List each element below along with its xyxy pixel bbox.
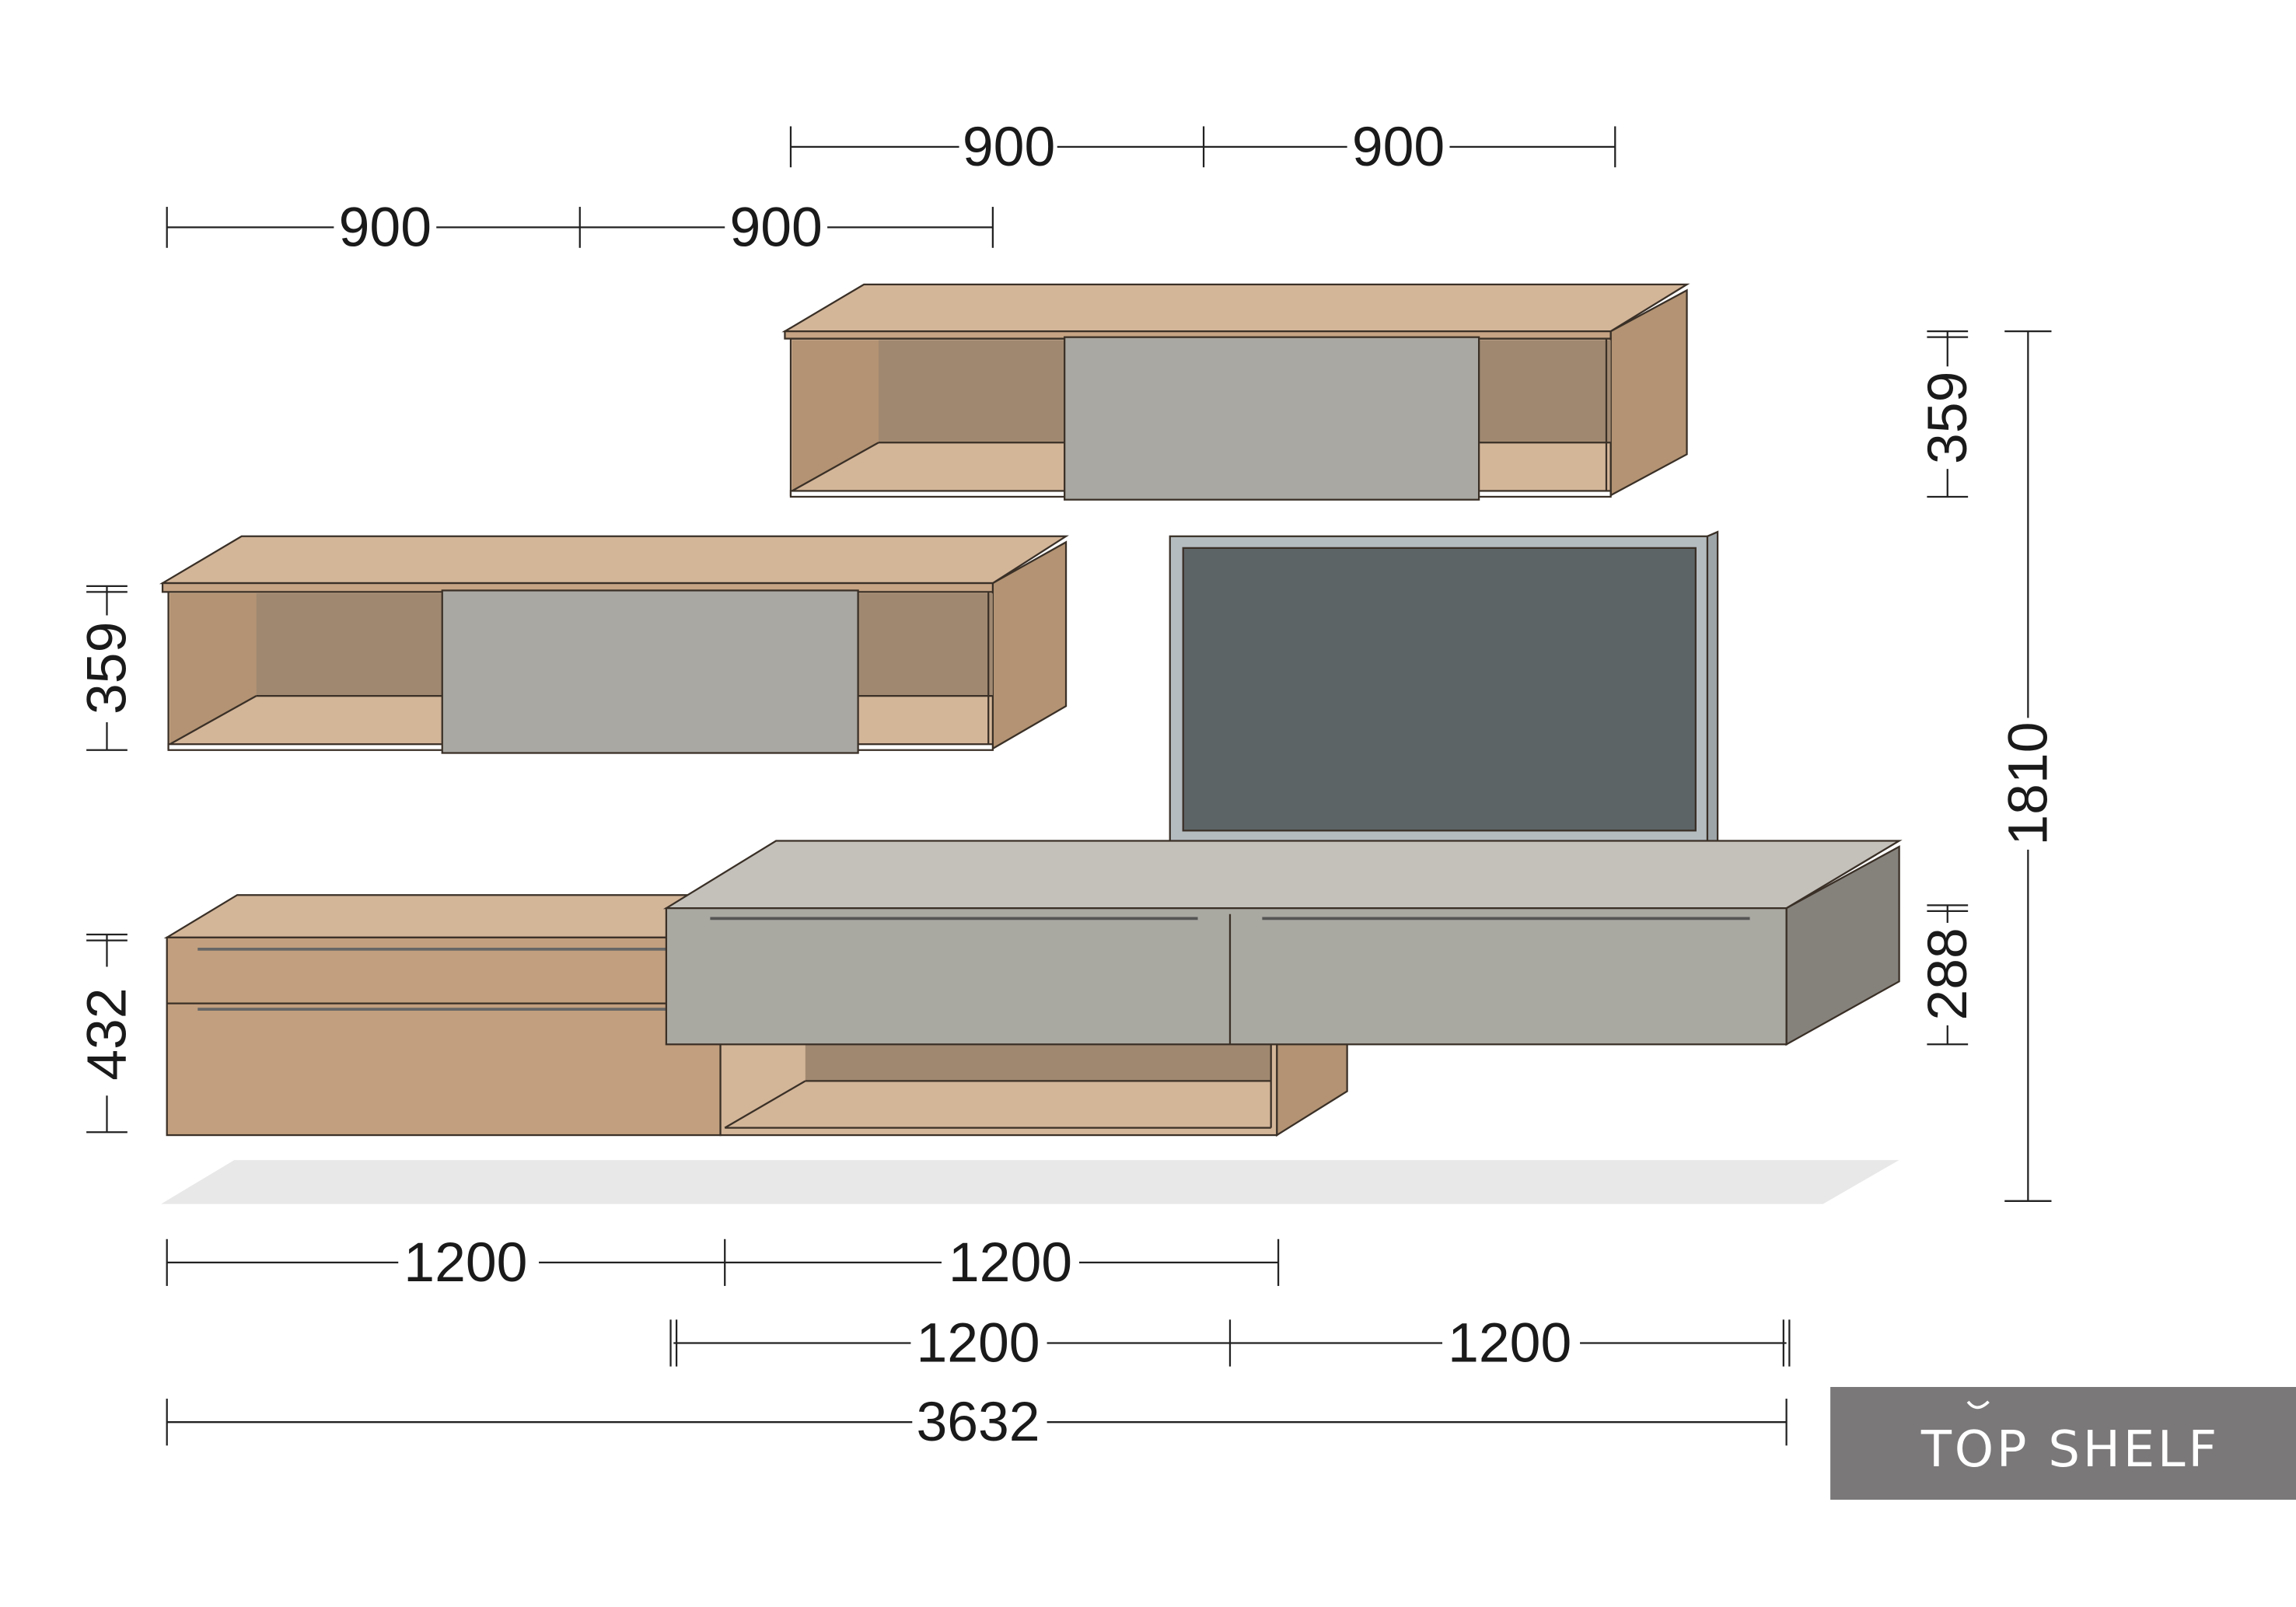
floating-console: [662, 840, 1903, 1046]
dimension-right-wall-cabinet-height: 359: [1917, 330, 1979, 498]
middle-wall-cabinet: [159, 535, 1069, 754]
top-shelf-logo: TOP SHELF: [1830, 1386, 2296, 1500]
dimension-label: 288: [1917, 928, 1979, 1020]
dimension-label: 359: [75, 622, 138, 714]
tv: [1169, 530, 1719, 844]
dimension-label: 1810: [1997, 721, 2059, 845]
dimension-label: 1200: [916, 1312, 1040, 1374]
dimension-label: 1200: [1448, 1312, 1571, 1374]
dimension-label: 359: [1917, 372, 1979, 464]
tv-screen: [1182, 547, 1697, 832]
dimension-top-row-1: 900 900: [789, 116, 1616, 178]
dimension-label: 432: [75, 987, 138, 1080]
dimension-total-width: 3632: [166, 1391, 1788, 1453]
dimension-label: 900: [963, 116, 1055, 178]
dimension-total-height: 1810: [1997, 330, 2059, 1202]
dimension-top-row-2: 900 900: [166, 196, 994, 258]
dimension-console-height: 288: [1917, 904, 1979, 1046]
dimension-label: 900: [339, 196, 432, 258]
sliding-door: [1064, 336, 1480, 501]
logo-text: TOP SHELF: [1920, 1421, 2220, 1479]
dimension-bottom-row-2: 1200 1200: [669, 1312, 1791, 1374]
dimension-bottom-row-1: 1200 1200: [166, 1231, 1280, 1294]
dimension-label: 900: [729, 196, 822, 258]
sliding-door: [441, 589, 859, 754]
dimension-label: 900: [1352, 116, 1445, 178]
dimension-lowboard-height: 432: [75, 933, 138, 1134]
floor-shadow: [161, 1160, 1899, 1204]
dimension-left-wall-cabinet-height: 359: [75, 585, 138, 751]
dimension-label: 1200: [404, 1231, 527, 1294]
dimension-label: 1200: [949, 1231, 1072, 1294]
upper-wall-cabinet: [781, 283, 1690, 501]
dimension-label: 3632: [916, 1391, 1040, 1453]
lowboard: [163, 894, 1348, 1137]
